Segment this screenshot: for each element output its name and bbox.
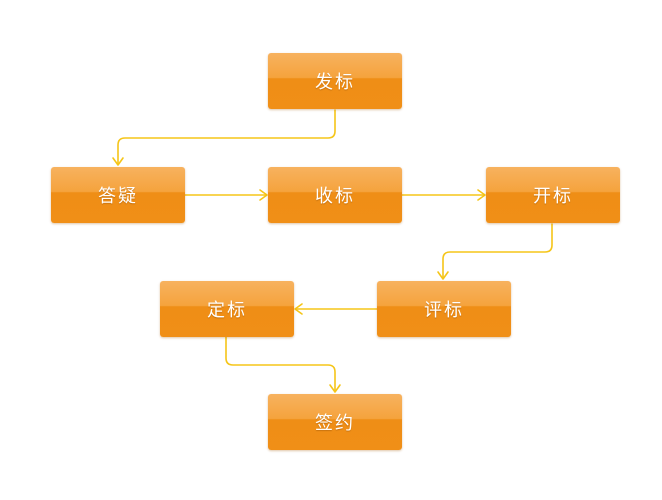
node-pingbiao: 评标 [377,281,511,337]
connector-kaibiao-pingbiao [442,223,553,279]
arrowhead-qianyue [329,384,341,393]
connector-fabiao-dayi [117,109,336,165]
node-label: 开标 [533,186,573,207]
node-label: 答疑 [98,186,138,207]
arrowhead-kaibiao [477,189,486,201]
node-shoubiao: 收标 [268,167,402,223]
node-label: 收标 [315,186,355,207]
arrowhead-dingbiao [294,303,303,315]
arrowhead-dayi [112,157,124,166]
node-dayi: 答疑 [51,167,185,223]
arrowhead-shoubiao [259,189,268,201]
node-fabiao: 发标 [268,53,402,109]
node-label: 签约 [315,413,355,434]
arrowhead-pingbiao [437,271,449,280]
node-label: 发标 [315,72,355,93]
node-kaibiao: 开标 [486,167,620,223]
connector-dingbiao-qianyue [225,336,336,392]
node-label: 评标 [424,300,464,321]
node-label: 定标 [207,300,247,321]
node-dingbiao: 定标 [160,281,294,337]
node-qianyue: 签约 [268,394,402,450]
